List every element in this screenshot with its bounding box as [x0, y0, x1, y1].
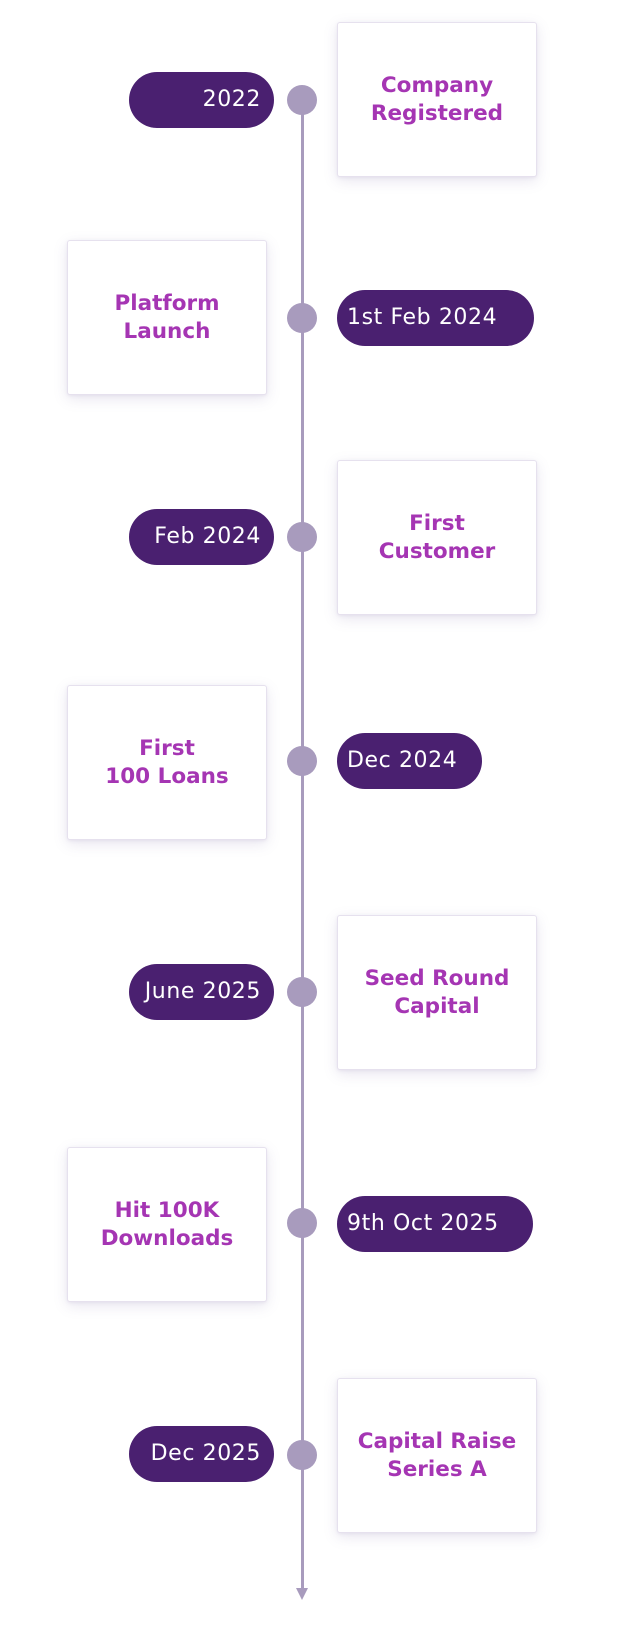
timeline-axis — [301, 100, 304, 1590]
timeline-node — [287, 977, 317, 1007]
timeline-node — [287, 746, 317, 776]
milestone-card: Capital Raise Series A — [337, 1378, 537, 1533]
timeline-node — [287, 522, 317, 552]
milestone-date-pill: 2022 — [129, 72, 274, 128]
milestone-label: Platform Launch — [114, 290, 220, 344]
milestone-label: Company Registered — [370, 72, 504, 126]
milestone-label: First 100 Loans — [105, 735, 229, 789]
milestone-card: Hit 100K Downloads — [67, 1147, 267, 1302]
milestone-label: Capital Raise Series A — [357, 1428, 517, 1482]
timeline-node — [287, 303, 317, 333]
milestone-card: Platform Launch — [67, 240, 267, 395]
milestone-date-pill: 9th Oct 2025 — [337, 1196, 533, 1252]
milestone-card: Company Registered — [337, 22, 537, 177]
timeline-node — [287, 1208, 317, 1238]
milestone-date-pill: Feb 2024 — [129, 509, 274, 565]
milestone-date-pill: Dec 2025 — [129, 1426, 274, 1482]
milestone-date-pill: June 2025 — [129, 964, 274, 1020]
milestone-label: Hit 100K Downloads — [100, 1197, 234, 1251]
milestone-date-pill: Dec 2024 — [337, 733, 482, 789]
timeline-arrowhead — [296, 1588, 308, 1600]
milestone-label: Seed Round Capital — [364, 965, 510, 1019]
milestone-date-pill: 1st Feb 2024 — [337, 290, 534, 346]
timeline-node — [287, 85, 317, 115]
milestone-card: First Customer — [337, 460, 537, 615]
milestone-card: First 100 Loans — [67, 685, 267, 840]
timeline-node — [287, 1440, 317, 1470]
milestone-card: Seed Round Capital — [337, 915, 537, 1070]
milestone-label: First Customer — [378, 510, 496, 564]
